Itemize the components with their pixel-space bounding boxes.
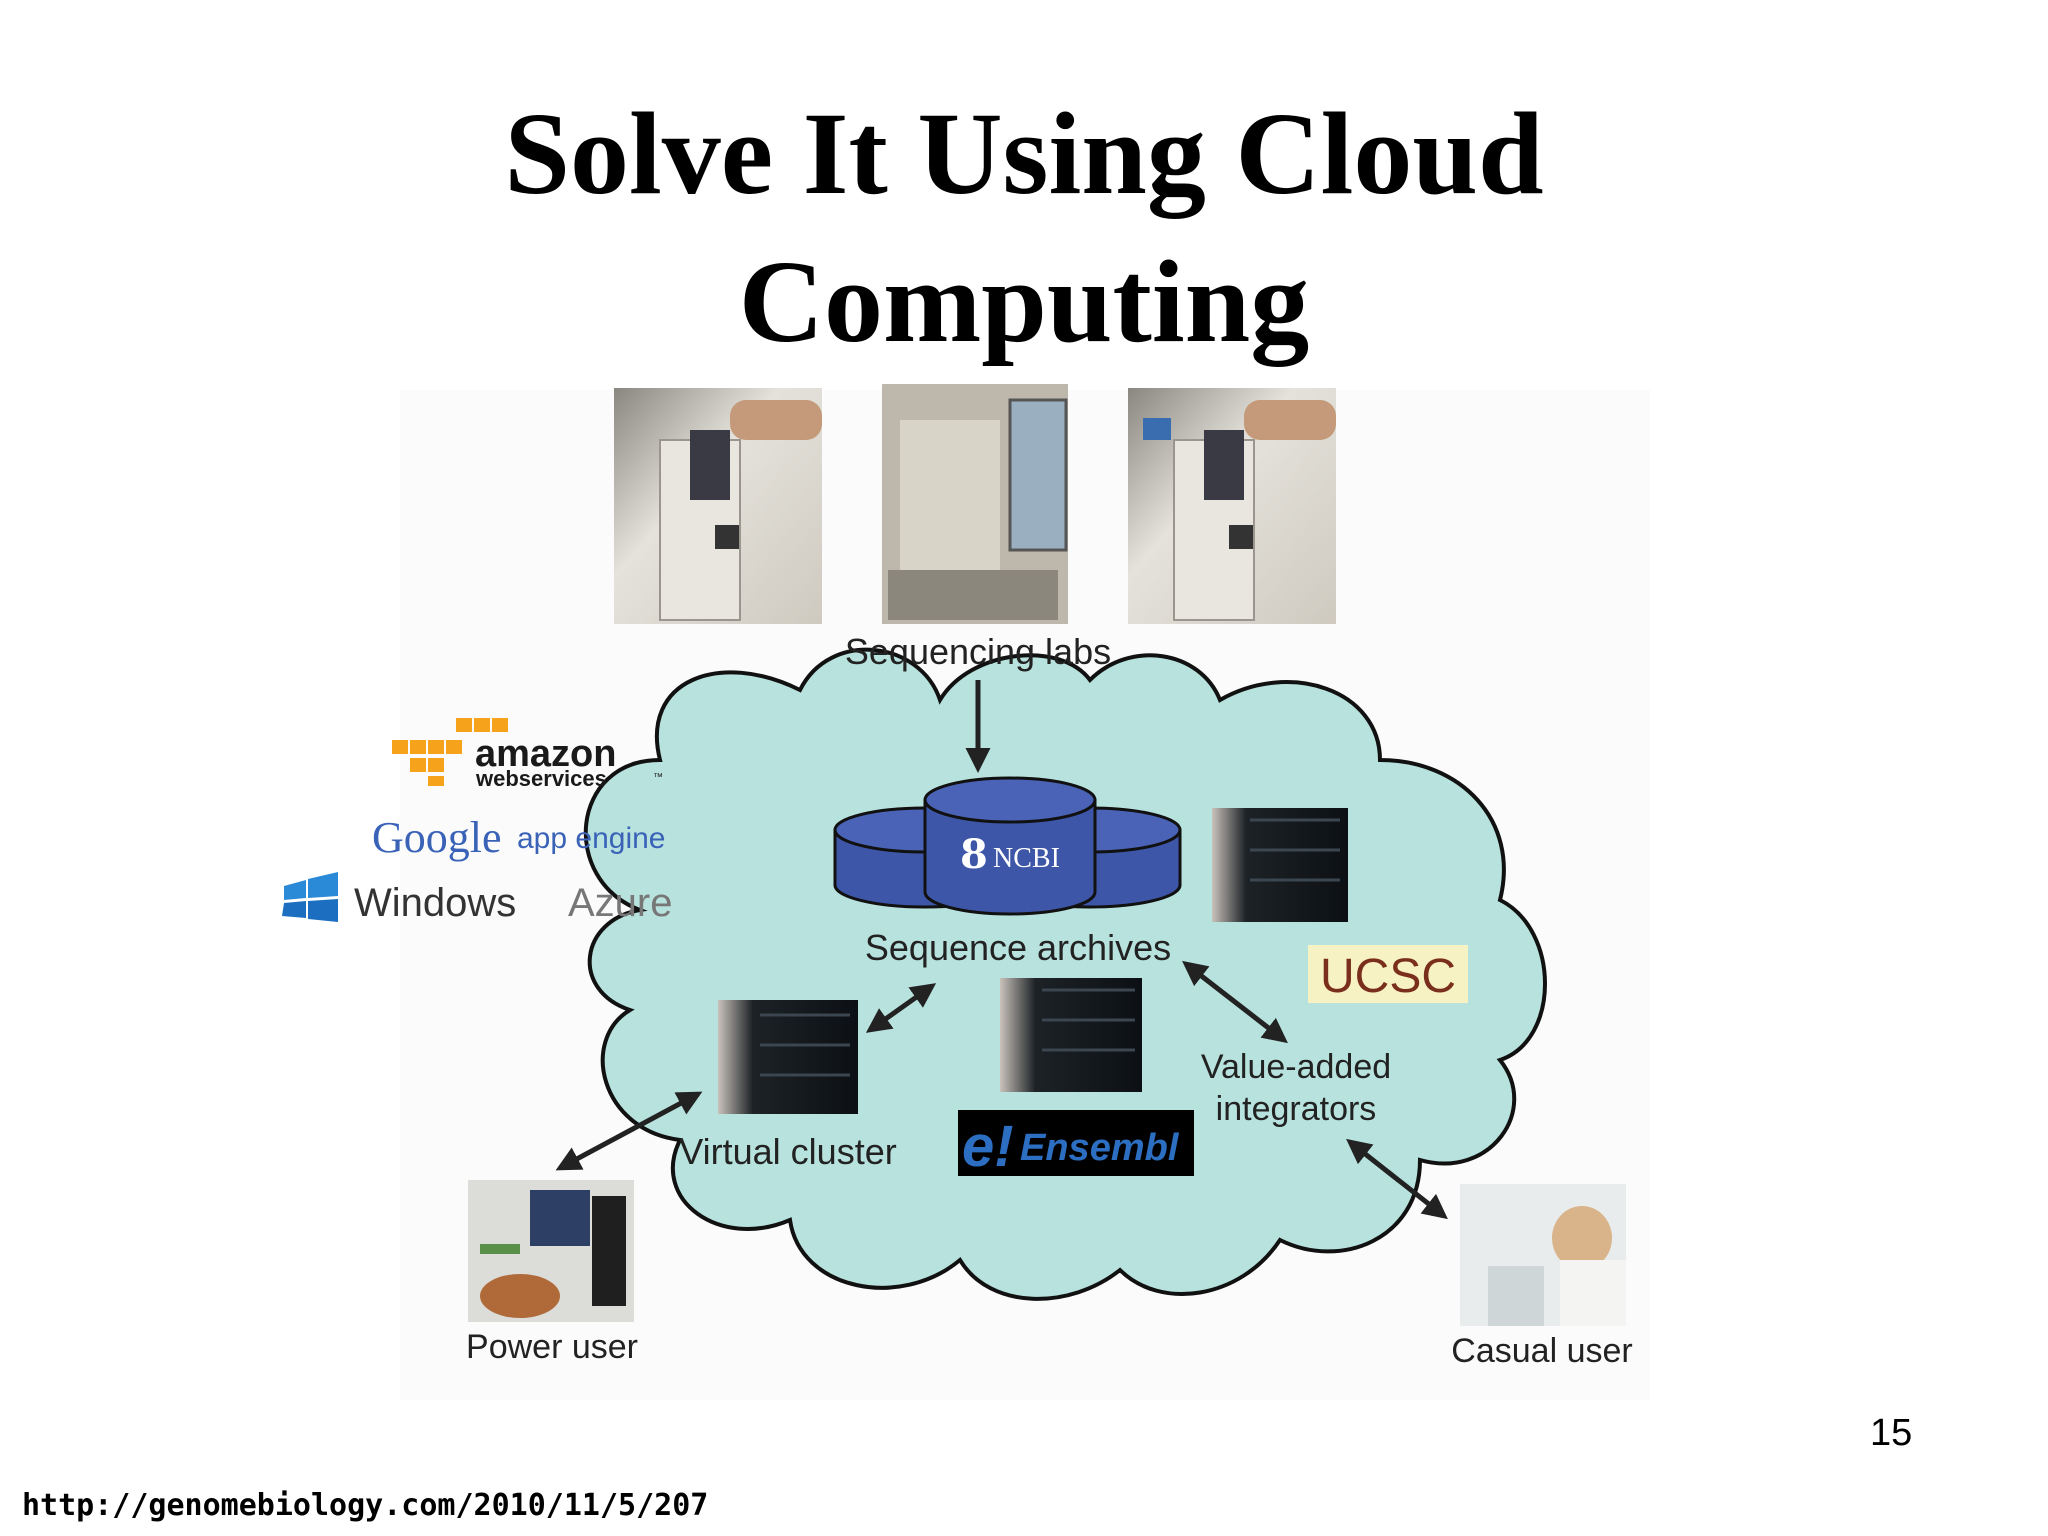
server-rack-photo-center bbox=[1000, 978, 1142, 1092]
aws-amazon-word: amazon bbox=[475, 733, 616, 775]
windows-flag-icon bbox=[282, 872, 338, 922]
casual-user-label: Casual user bbox=[1451, 1332, 1632, 1370]
ensembl-logo bbox=[958, 1110, 1194, 1176]
arrow-power-user-cluster bbox=[555, 1091, 703, 1171]
ensembl-label: Ensembl bbox=[1020, 1127, 1180, 1169]
ucsc-label: UCSC bbox=[1320, 950, 1456, 1003]
ensembl-e-glyph: e! bbox=[962, 1114, 1014, 1179]
sequence-archives-label: Sequence archives bbox=[865, 927, 1171, 968]
title-line-1: Solve It Using Cloud bbox=[504, 88, 1544, 219]
virtual-cluster-label: Virtual cluster bbox=[679, 1131, 896, 1172]
slide-title: Solve It Using Cloud Computing bbox=[0, 80, 2048, 376]
server-rack-photo-cluster bbox=[718, 1000, 858, 1114]
sequencer-photo-left bbox=[614, 388, 822, 624]
power-user-photo bbox=[468, 1180, 634, 1322]
ucsc-badge bbox=[1308, 945, 1468, 1003]
power-user-label: Power user bbox=[466, 1328, 638, 1366]
aws-trademark: ™ bbox=[653, 772, 663, 783]
ncbi-database-icon: 8 bbox=[833, 776, 1182, 916]
azure-word: Azure bbox=[568, 881, 673, 925]
sequencing-labs-label: Sequencing labs bbox=[845, 631, 1111, 672]
app-engine-word: app engine bbox=[517, 822, 665, 855]
integrators-label-line2: integrators bbox=[1216, 1090, 1377, 1128]
aws-logo-icon bbox=[392, 718, 508, 786]
google-word: Google bbox=[372, 813, 502, 862]
source-url: http://genomebiology.com/2010/11/5/207 bbox=[22, 1488, 709, 1523]
sequencer-photo-right bbox=[1128, 388, 1336, 624]
casual-user-photo bbox=[1460, 1184, 1626, 1326]
arrow-archives-integrators bbox=[1182, 960, 1288, 1044]
arrow-cluster-archives bbox=[865, 983, 937, 1033]
sequencer-photo-center bbox=[882, 384, 1068, 624]
integrators-label-line1: Value-added bbox=[1201, 1048, 1391, 1086]
aws-webservices-word: webservices bbox=[475, 766, 607, 791]
title-line-2: Computing bbox=[738, 236, 1310, 367]
page-number: 15 bbox=[1870, 1412, 1913, 1454]
windows-word: Windows bbox=[354, 881, 516, 925]
ncbi-label: NCBI bbox=[993, 843, 1060, 874]
server-rack-photo-top-right bbox=[1212, 808, 1348, 922]
arrow-integrators-casual-user bbox=[1346, 1138, 1448, 1220]
svg-text:8: 8 bbox=[960, 831, 988, 878]
